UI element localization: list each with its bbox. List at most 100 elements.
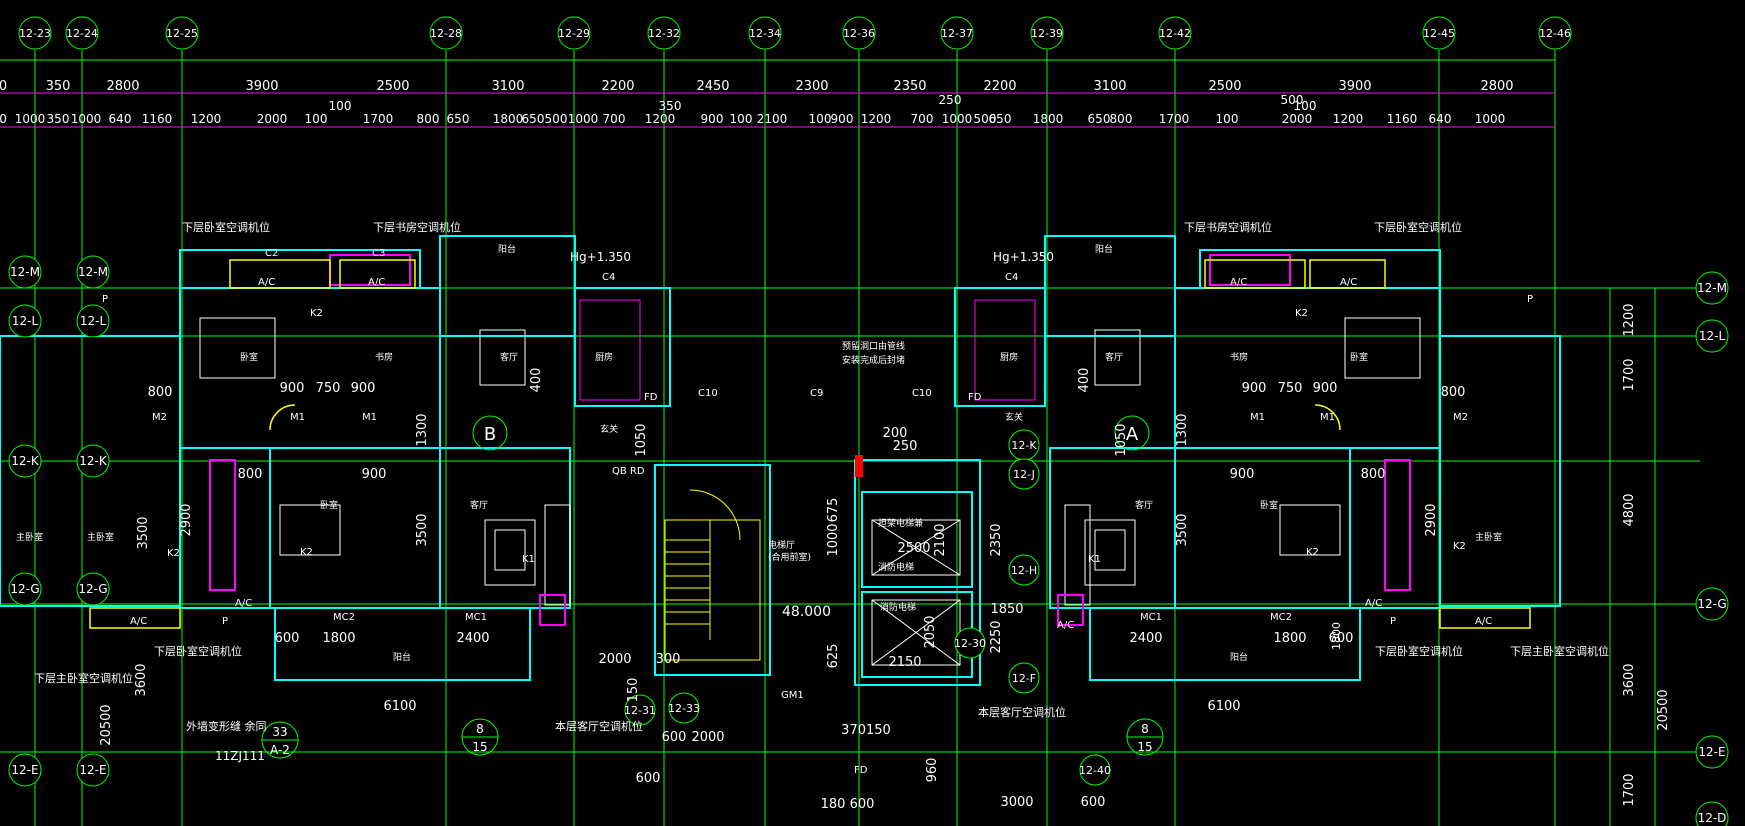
mark-ac: A/C — [1475, 616, 1492, 627]
dimension-value: 650 — [522, 112, 545, 126]
note-level: 48.000 — [782, 604, 831, 620]
dim-900: 900 — [1230, 467, 1255, 482]
mark-m1: M1 — [1320, 412, 1335, 423]
axis-inner-label: 12-K — [1011, 439, 1037, 452]
mark-k1: K1 — [522, 554, 535, 565]
axis-top-bubble — [842, 16, 876, 50]
dim-400-right: 400 — [1077, 368, 1092, 393]
mark-p: P — [102, 294, 108, 305]
mark-c10: C10 — [912, 388, 932, 399]
mark-ac: A/C — [1230, 277, 1247, 288]
note-ac-this-living-left: 本层客厅空调机位 — [555, 719, 643, 733]
room-entry-left: 玄关 — [600, 423, 618, 435]
dimension-value: 900 — [831, 112, 854, 126]
axis-left-label: 12-E — [79, 763, 106, 777]
axis-top-label: 12-46 — [1539, 27, 1571, 40]
dimension-value: 1200 — [1333, 112, 1364, 126]
axis-left-label: 12-G — [10, 582, 39, 596]
dimension-value: 1800 — [493, 112, 524, 126]
dimension-value: 2800 — [106, 79, 139, 94]
note-ac-lower-bedroom-left2: 下层卧室空调机位 — [154, 644, 242, 658]
axis-right-label: 12-G — [1697, 597, 1726, 611]
axis-inner-label: 12-F — [1012, 672, 1036, 685]
axis-top-bubble — [65, 16, 99, 50]
dimension-value: 500 — [545, 112, 568, 126]
axis-top-label: 12-32 — [648, 27, 680, 40]
axis-top-label: 12-24 — [66, 27, 98, 40]
dim-1700-right: 1700 — [1622, 773, 1637, 806]
detail-33-label: 33 — [272, 725, 287, 739]
mark-m1: M1 — [362, 412, 377, 423]
axis-top-label: 12-29 — [558, 27, 590, 40]
dim-675: 675 — [826, 498, 841, 523]
dimension-value: 1000 — [71, 112, 102, 126]
elevator-shaft-1 — [871, 519, 961, 576]
mark-k2: K2 — [1295, 308, 1308, 319]
dimension-value: 1700 — [363, 112, 394, 126]
axis-left-label: 12-K — [11, 454, 40, 468]
elevator-label-1: 担架电梯兼 — [878, 517, 923, 529]
axis-top-bubble — [557, 16, 591, 50]
axis-bubbles-inner — [624, 429, 1111, 786]
dim-3000: 3000 — [1000, 795, 1033, 810]
dim-600-c: 600 — [1081, 795, 1106, 810]
dimension-value: 1160 — [142, 112, 173, 126]
unit-b-label: B — [484, 424, 496, 445]
mark-ac: A/C — [1057, 620, 1074, 631]
dim-3500: 3500 — [415, 513, 430, 546]
dim-960: 960 — [925, 758, 940, 783]
mark-p: P — [1527, 294, 1533, 305]
axis-right-label: 12-D — [1698, 811, 1727, 825]
mark-c4: C4 — [1005, 272, 1018, 283]
axis-top-bubble — [748, 16, 782, 50]
dim-150: 150 — [626, 678, 641, 703]
side-dimension-lines — [1609, 288, 1656, 826]
dimension-value: 1000 — [568, 112, 599, 126]
dimension-value: 1000 — [15, 112, 46, 126]
dim-1700: 1700 — [1622, 358, 1637, 391]
note-pipe-1: 预留洞口由管线 — [842, 340, 905, 352]
axis-top-bubble — [940, 16, 974, 50]
note-ac-lower-master-left: 下层主卧室空调机位 — [34, 671, 133, 685]
furniture-right — [974, 299, 1421, 606]
room-kitchen-left: 厨房 — [595, 351, 613, 363]
dim-600-right: 600 — [1329, 631, 1354, 646]
mark-mc2: MC2 — [333, 612, 355, 623]
dim-1850: 1850 — [990, 602, 1023, 617]
axis-top-label: 12-25 — [166, 27, 198, 40]
dim-900: 900 — [280, 381, 305, 396]
dim-750: 750 — [316, 381, 341, 396]
dimension-value: 2500 — [376, 79, 409, 94]
dim-3600: 3600 — [1622, 663, 1637, 696]
dim-1800-left: 1800 — [322, 631, 355, 646]
elevator-label-2: 消防电梯 — [878, 561, 914, 573]
dim-250: 250 — [893, 439, 918, 454]
dimension-value: 1800 — [1033, 112, 1064, 126]
dim-600-b: 600 — [662, 730, 687, 745]
dim-900: 900 — [1313, 381, 1338, 396]
mark-fd: FD — [854, 765, 868, 776]
dimension-value-extra: 250 — [939, 93, 962, 107]
dim-1050-right: 1050 — [1114, 423, 1129, 456]
unit-marks — [261, 415, 1164, 759]
detail-8-label: 8 — [476, 722, 484, 736]
dimension-value: 2000 — [1282, 112, 1313, 126]
dim-200: 200 — [883, 426, 908, 441]
dimension-value: 650 — [1088, 112, 1111, 126]
mark-mc1: MC1 — [1140, 612, 1162, 623]
room-balcony-left: 阳台 — [393, 651, 411, 663]
axis-top-bubble — [1538, 16, 1572, 50]
dim-600: 600 — [636, 771, 661, 786]
dim-1000: 1000 — [826, 523, 841, 556]
core-walls — [654, 459, 981, 686]
staircase — [664, 489, 761, 661]
mark-c9: C9 — [810, 388, 823, 399]
small-marks: A/C A/C A/C A/C A/C A/C A/C A/C A/C P P … — [102, 248, 1533, 776]
axis-left-label: 12-E — [11, 763, 38, 777]
dim-800: 800 — [1441, 385, 1466, 400]
axis-top-label: 12-34 — [749, 27, 781, 40]
dim-600-left: 600 — [275, 631, 300, 646]
axis-top-label: 12-45 — [1423, 27, 1455, 40]
